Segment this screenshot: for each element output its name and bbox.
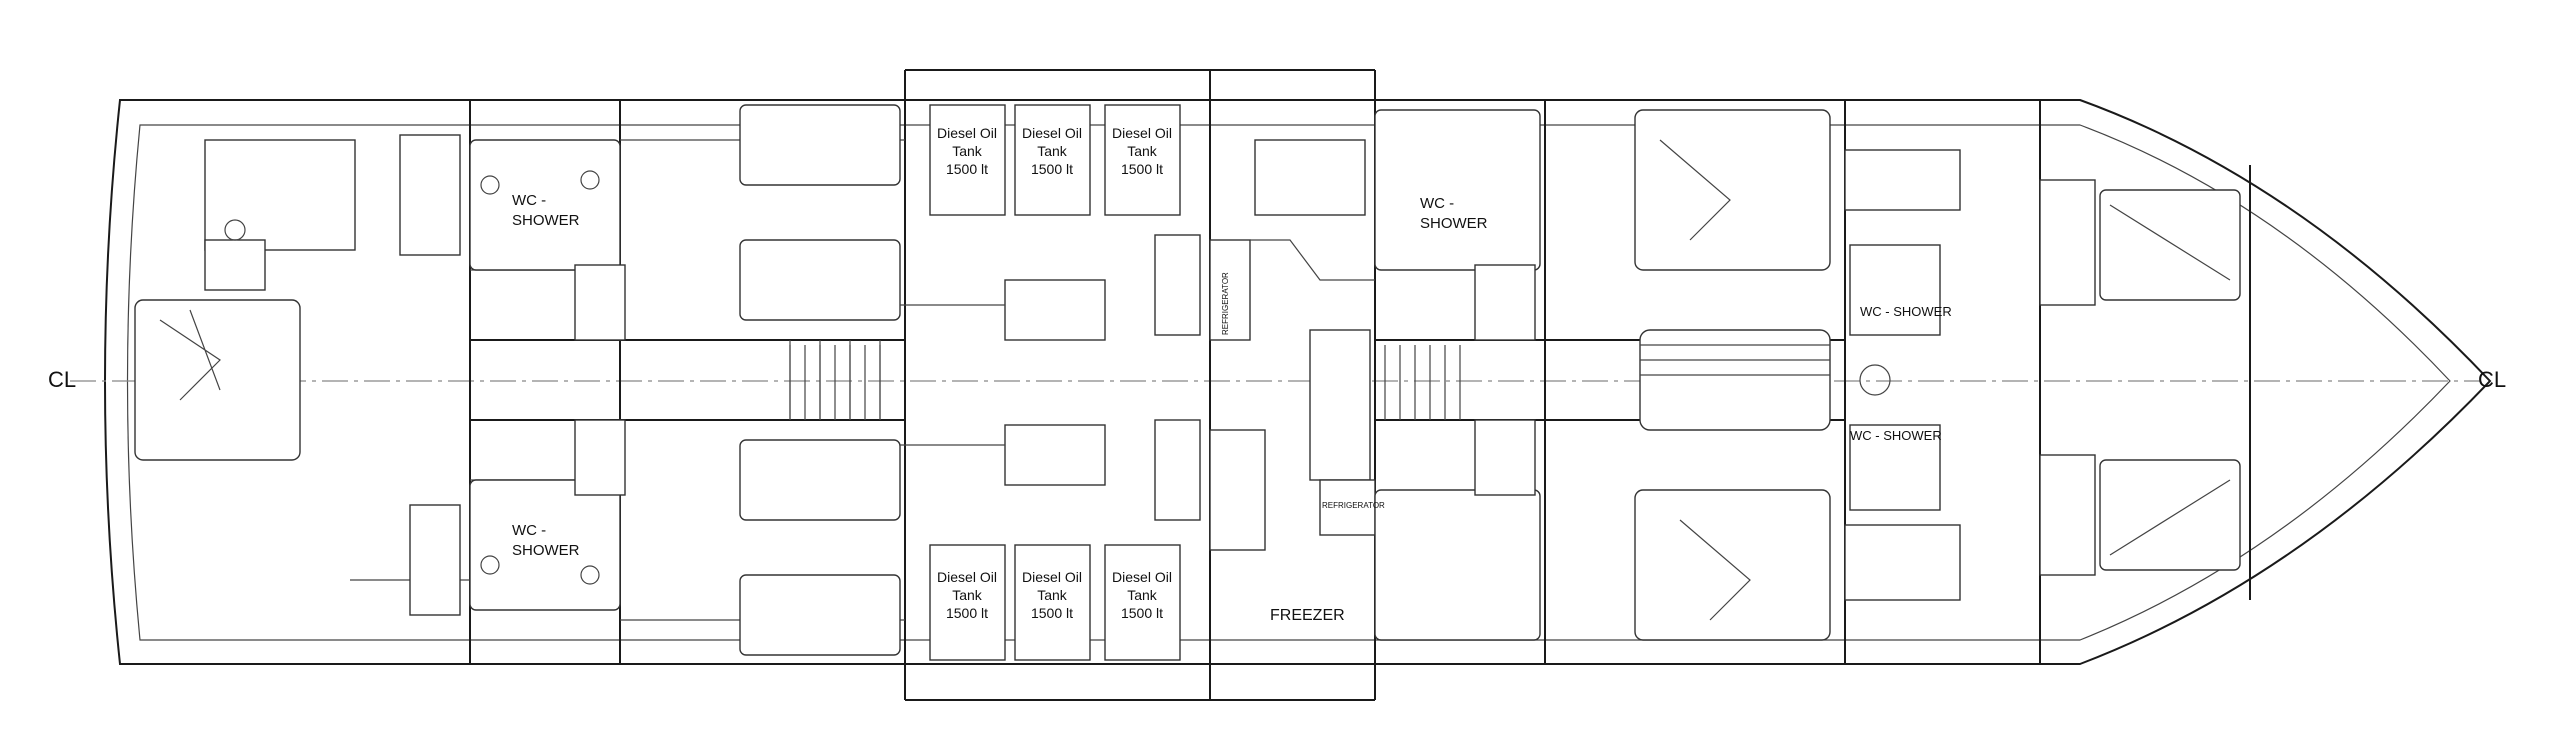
aft-master-cabin — [134, 134, 470, 581]
hull-inner-outline — [126, 124, 2451, 641]
tank-label: Diesel Oil — [1112, 569, 1172, 585]
wc-shower-label: SHOWER — [1420, 215, 1488, 232]
stairs — [789, 344, 1830, 420]
wc-shower-label: WC - SHOWER — [1860, 304, 1952, 319]
tank-label: Tank — [1127, 143, 1158, 159]
tank-label: 1500 lt — [1121, 605, 1163, 621]
wc-shower-label: WC - SHOWER — [1850, 428, 1942, 443]
tank-label: Diesel Oil — [1022, 125, 1082, 141]
bow-cabins — [1844, 149, 2241, 601]
centerline-label-left: CL — [48, 367, 76, 392]
tank-label: Diesel Oil — [1112, 125, 1172, 141]
aft-wc-showers — [409, 139, 621, 616]
refrigerator-label: REFRIGERATOR — [1221, 272, 1230, 335]
freezer-label: FREEZER — [1270, 607, 1345, 624]
tank-label: Tank — [952, 587, 983, 603]
wc-shower-label: WC - — [512, 192, 546, 209]
tank-label: 1500 lt — [946, 161, 988, 177]
engine-room — [900, 104, 1201, 661]
tank-label: 1500 lt — [946, 605, 988, 621]
tank-label: 1500 lt — [1121, 161, 1163, 177]
tank-label: 1500 lt — [1031, 605, 1073, 621]
tank-label: Diesel Oil — [937, 125, 997, 141]
wc-shower-label: SHOWER — [512, 542, 580, 559]
centerline-label-right: CL — [2478, 367, 2506, 392]
wc-shower-label: WC - — [512, 522, 546, 539]
tank-label: Tank — [952, 143, 983, 159]
forward-cabins — [1374, 109, 1831, 641]
tank-label: Tank — [1127, 587, 1158, 603]
tank-label: 1500 lt — [1031, 161, 1073, 177]
tank-label: Tank — [1037, 587, 1068, 603]
aft-twin-cabins — [574, 104, 901, 656]
tank-label: Tank — [1037, 143, 1068, 159]
galley — [1209, 139, 1376, 551]
refrigerator-label: REFRIGERATOR — [1322, 501, 1385, 510]
tank-label: Diesel Oil — [937, 569, 997, 585]
wc-shower-label: SHOWER — [512, 212, 580, 229]
tank-label: Diesel Oil — [1022, 569, 1082, 585]
wc-shower-label: WC - — [1420, 195, 1454, 212]
